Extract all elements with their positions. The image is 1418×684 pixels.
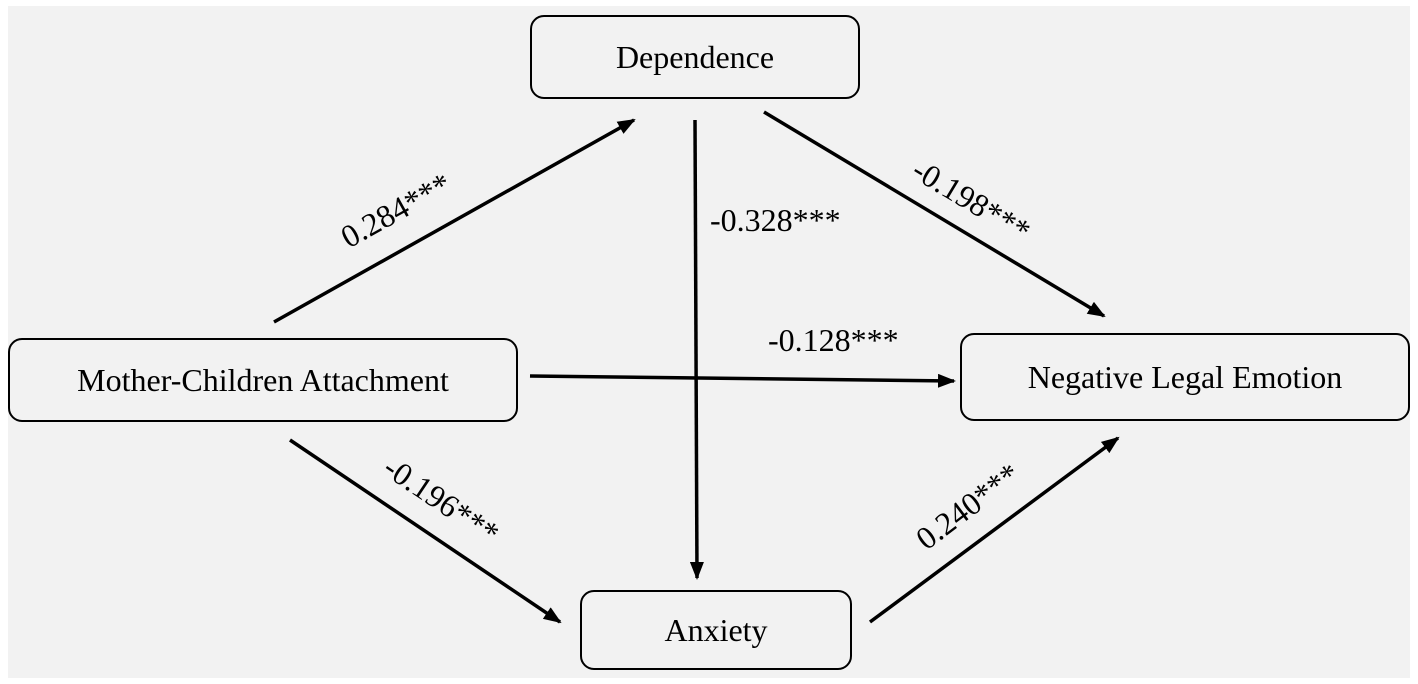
- node-emotion-label: Negative Legal Emotion: [1027, 358, 1343, 395]
- node-attachment-label: Mother-Children Attachment: [77, 361, 449, 398]
- coef-dependence-to-anxiety: -0.328***: [710, 202, 841, 238]
- arrow-attachment-to-dependence: [273, 118, 636, 324]
- node-anxiety: Anxiety: [580, 590, 852, 670]
- node-negative-legal-emotion: Negative Legal Emotion: [960, 333, 1410, 421]
- node-mother-children-attachment: Mother-Children Attachment: [8, 338, 518, 422]
- arrow-dependence-to-emotion: [763, 110, 1106, 318]
- node-dependence: Dependence: [530, 15, 860, 99]
- arrow-attachment-to-anxiety: [289, 438, 562, 624]
- arrow-attachment-to-emotion: [529, 373, 956, 388]
- coef-attachment-to-emotion: -0.128***: [768, 322, 899, 358]
- node-dependence-label: Dependence: [615, 38, 775, 75]
- node-anxiety-label: Anxiety: [664, 611, 768, 648]
- arrow-dependence-to-anxiety: [689, 119, 704, 580]
- arrow-anxiety-to-emotion: [868, 436, 1120, 624]
